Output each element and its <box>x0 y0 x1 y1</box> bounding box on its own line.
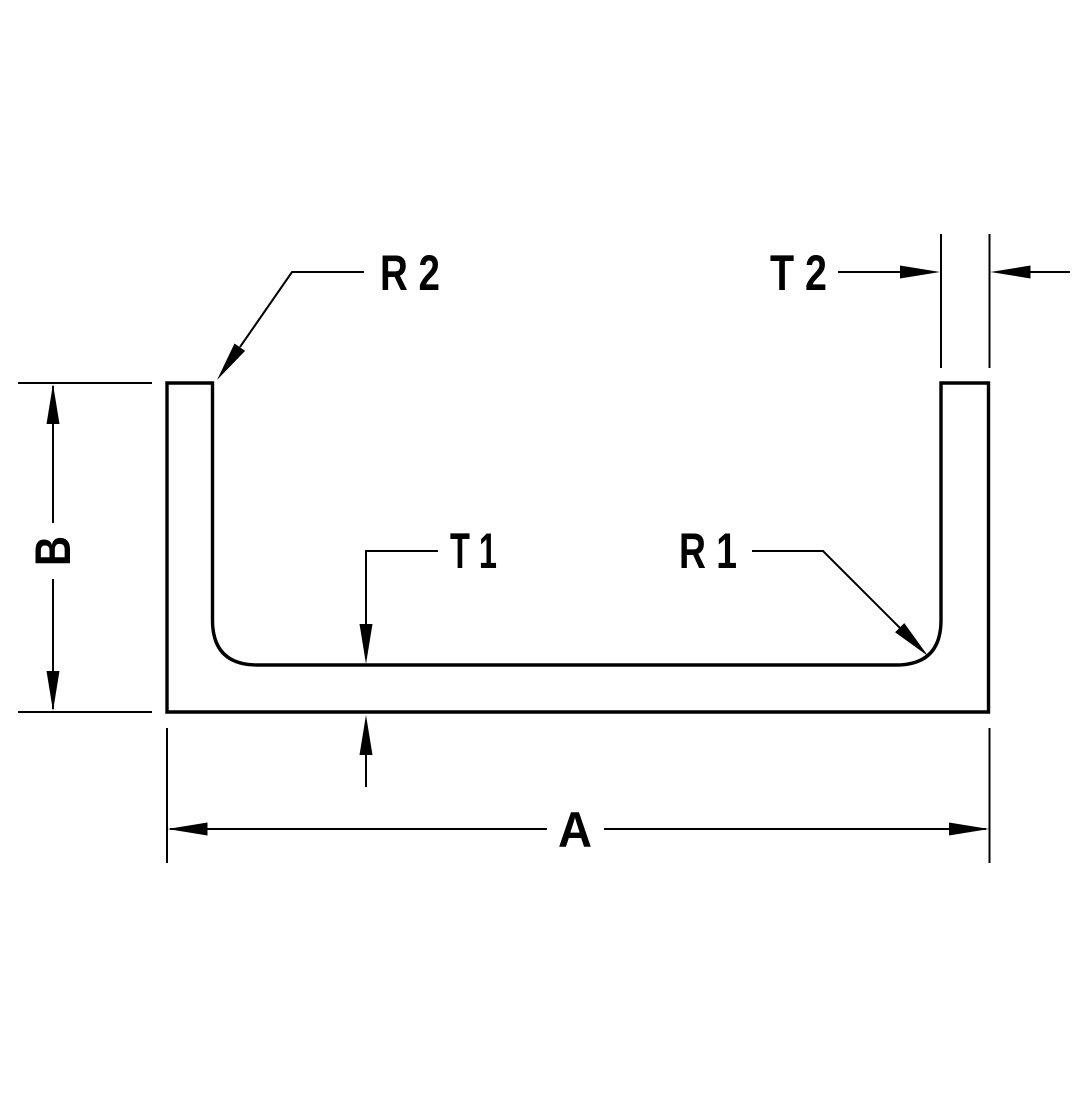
channel-profile <box>165 381 991 714</box>
dimension-a: A <box>166 728 991 863</box>
dim-t1-arrowhead-down <box>359 624 373 664</box>
leader-r2-label: R 2 <box>380 245 440 301</box>
dim-t1-leader-line <box>365 550 438 630</box>
dim-t2-arrowhead-left <box>900 265 940 279</box>
dim-a-label: A <box>558 802 592 858</box>
leader-r1-label: R 1 <box>679 523 737 579</box>
dim-b-arrowhead-top <box>46 384 60 424</box>
dim-t2-label: T 2 <box>770 245 827 301</box>
channel-outline <box>165 381 991 714</box>
leader-r1-arrowhead <box>895 623 928 656</box>
dimension-t2: T 2 <box>770 234 1070 368</box>
dim-t1-arrowhead-up <box>359 715 373 755</box>
dim-t2-arrowhead-right <box>990 265 1031 279</box>
leader-r2-arrowhead <box>217 343 246 380</box>
leader-r1-line <box>752 550 903 631</box>
dim-t1-label: T 1 <box>450 523 497 579</box>
dimension-b: B <box>18 382 152 713</box>
dim-b-arrowhead-bottom <box>46 671 60 711</box>
dimension-t1: T 1 <box>359 523 497 787</box>
leader-r2: R 2 <box>217 245 440 380</box>
dim-a-arrowhead-right <box>949 822 989 836</box>
leader-r2-line <box>239 271 364 348</box>
leader-r1: R 1 <box>679 523 928 656</box>
dim-b-label: B <box>25 536 81 566</box>
dim-a-arrowhead-left <box>167 822 208 836</box>
